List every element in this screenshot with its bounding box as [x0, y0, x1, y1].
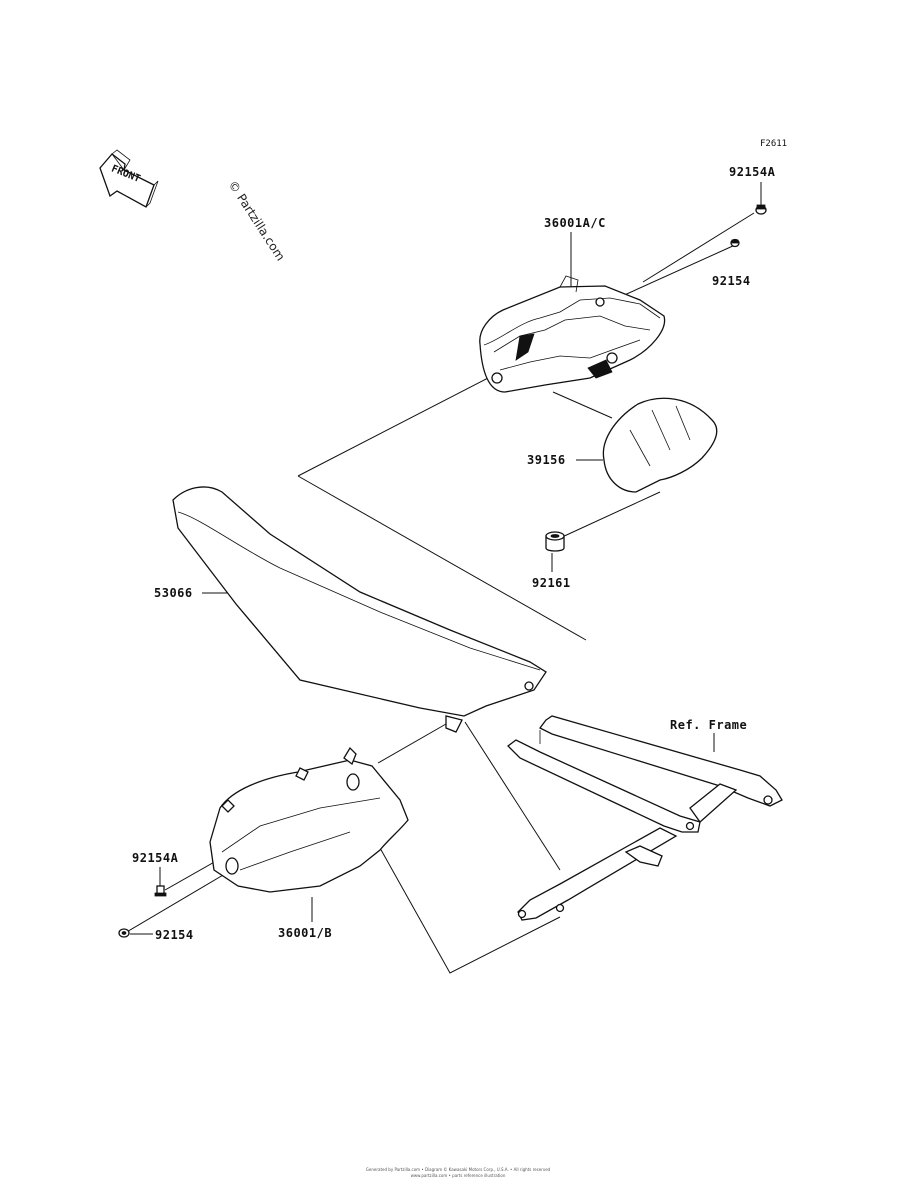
side-cover-lower: [209, 746, 409, 893]
pad-39156: [602, 397, 718, 493]
figure-code: F2611: [760, 139, 787, 149]
callout-92154A-bottom: 92154A: [132, 851, 179, 865]
callout-ref-frame: Ref. Frame: [670, 718, 747, 732]
callout-36001B: 36001/B: [278, 926, 332, 940]
front-arrow-icon: FRONT: [99, 149, 159, 208]
tail-cover-upper: [479, 275, 666, 393]
watermark: © Partzilla.com: [225, 178, 287, 263]
callout-92161: 92161: [532, 576, 571, 590]
footer-line-2: www.partzilla.com • parts reference illu…: [411, 1173, 506, 1178]
seat-53066: [172, 486, 547, 733]
callout-39156: 39156: [527, 453, 566, 467]
callout-92154A-top: 92154A: [729, 165, 776, 179]
screw-92154A-bottom-icon: [154, 885, 167, 897]
callout-labels: 92154A 36001A/C 92154 39156 53066 92161 …: [132, 165, 776, 942]
callout-53066: 53066: [154, 586, 193, 600]
screw-92154-top-icon: [730, 238, 740, 248]
callout-92154-bottom: 92154: [155, 928, 194, 942]
callout-92154-top: 92154: [712, 274, 751, 288]
footer-line-1: Generated by Partzilla.com • Diagram © K…: [366, 1167, 551, 1172]
callout-36001AC: 36001A/C: [544, 216, 606, 230]
screw-92154-bottom-icon: [118, 928, 130, 938]
screw-92154A-top-icon: [755, 204, 767, 215]
collar-92161-icon: [545, 531, 565, 552]
rear-frame: [507, 715, 783, 921]
